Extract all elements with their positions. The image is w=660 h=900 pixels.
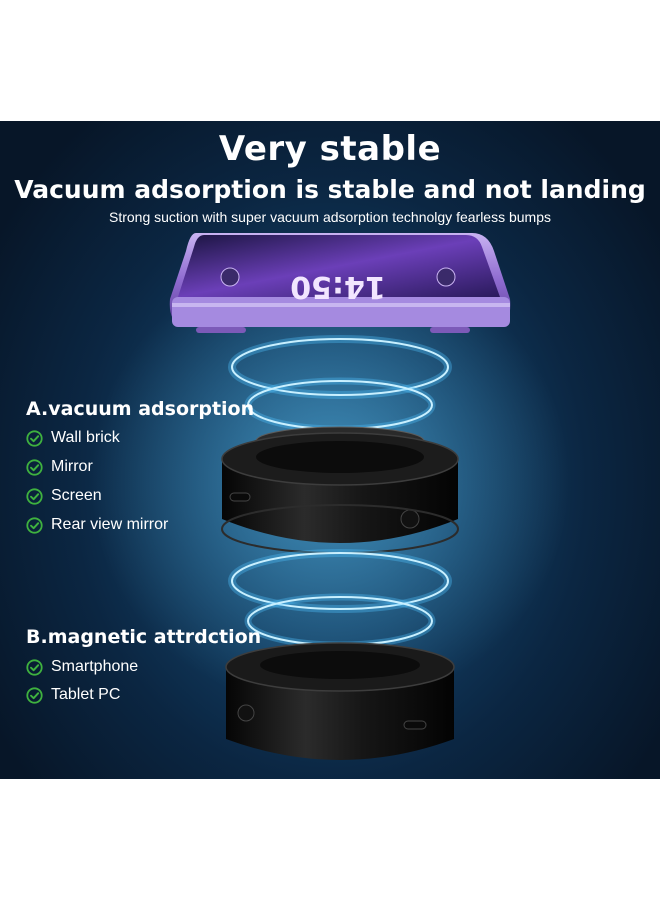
feature-label: Screen — [51, 487, 102, 504]
feature-item: Tablet PC — [26, 686, 120, 704]
phone-clock: 14:50 — [290, 269, 386, 304]
check-circle-icon — [26, 686, 43, 704]
check-circle-icon — [26, 516, 43, 534]
product-banner: 14:50 — [0, 121, 660, 779]
page-title: Very stable — [218, 129, 442, 169]
vacuum-device — [221, 426, 459, 554]
check-circle-icon — [26, 487, 43, 505]
feature-label: Tablet PC — [51, 686, 121, 703]
magnetic-device — [225, 642, 455, 760]
feature-label: Rear view mirror — [51, 516, 169, 533]
page-subtitle: Vacuum adsorption is stable and not land… — [14, 175, 646, 204]
tagline: Strong suction with super vacuum adsorpt… — [108, 209, 551, 225]
feature-item: Screen — [26, 487, 102, 505]
feature-label: Smartphone — [51, 658, 139, 675]
section-b-heading: B.magnetic attrdction — [26, 626, 262, 648]
feature-item: Mirror — [26, 458, 93, 476]
feature-label: Mirror — [51, 458, 93, 475]
check-circle-icon — [26, 429, 43, 447]
feature-item: Wall brick — [26, 429, 120, 447]
check-circle-icon — [26, 658, 43, 676]
section-a-heading: A.vacuum adsorption — [26, 398, 255, 420]
feature-item: Smartphone — [26, 658, 138, 676]
check-circle-icon — [26, 458, 43, 476]
feature-item: Rear view mirror — [26, 516, 168, 534]
product-illustration: 14:50 — [90, 233, 570, 760]
feature-label: Wall brick — [51, 429, 120, 446]
phone-illustration: 14:50 — [169, 233, 511, 333]
